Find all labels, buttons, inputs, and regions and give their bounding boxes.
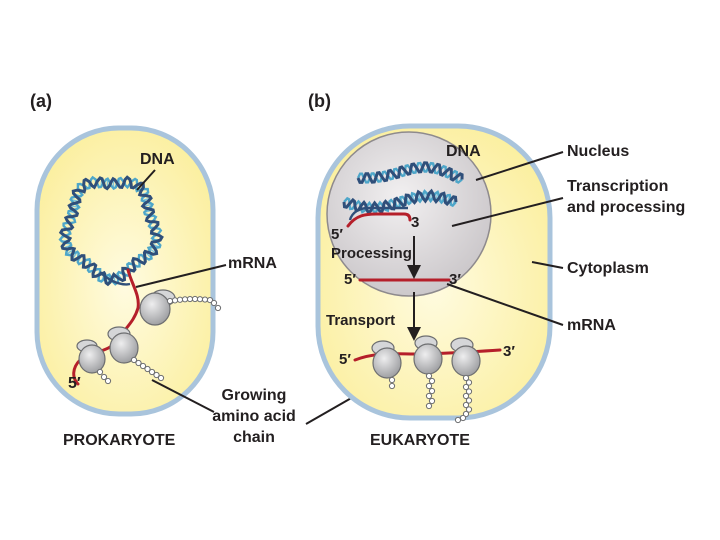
processing-label: Processing: [331, 245, 412, 262]
eukaryote-three-prime-c: 3′: [503, 343, 515, 360]
prokaryote-mrna-leader: [135, 264, 227, 288]
transcription-label-line2: and processing: [567, 199, 685, 216]
prokaryote-title: PROKARYOTE: [63, 432, 176, 449]
nucleus-leader: [475, 151, 564, 181]
growing-chain-leader-left: [151, 379, 215, 413]
eukaryote-pre-mrna: [346, 212, 412, 228]
growing-chain-label-line2: amino acid: [212, 408, 296, 425]
eukaryote-dna-helix-icon: [342, 161, 464, 216]
eukaryote-three-prime-b: 3′: [449, 271, 461, 288]
eukaryote-dna-label: DNA: [446, 143, 481, 160]
transport-label: Transport: [326, 312, 395, 329]
eukaryote-mrna-leader: [446, 283, 564, 326]
eukaryote-ribosome-icon: [371, 335, 481, 379]
prokaryote-dna-leader: [136, 169, 156, 191]
transcription-label-line1: Transcription: [567, 178, 668, 195]
eukaryote-transcript-bracket: [348, 206, 408, 221]
prokaryote-amino-acid-chain-icon: [96, 295, 222, 385]
prokaryote-dna-label: DNA: [140, 151, 175, 168]
prokaryote-cell: [34, 125, 216, 417]
eukaryote-amino-acid-chain-icon: [388, 372, 473, 424]
transcription-leader: [451, 197, 564, 227]
eukaryote-three-prime-a: 3: [411, 214, 419, 231]
panel-a: (a) DNA mRNA 5′ Growing amino acid chain: [30, 91, 375, 449]
eukaryote-mrna-label: mRNA: [567, 317, 616, 334]
prokaryote-mrna-label: mRNA: [228, 255, 277, 272]
panel-a-letter: (a): [30, 91, 52, 111]
eukaryote-title: EUKARYOTE: [370, 432, 470, 449]
cytoplasm-leader: [531, 261, 564, 269]
eukaryote-five-prime-c: 5′: [339, 351, 351, 368]
eukaryote-five-prime-b: 5′: [344, 271, 356, 288]
cytoplasm-label: Cytoplasm: [567, 260, 649, 277]
prokaryote-five-prime-label: 5′: [68, 375, 81, 392]
prokaryote-ribosome-icon: [76, 289, 176, 374]
prokaryote-dna-helix-icon: [58, 175, 164, 287]
eukaryote-five-prime-a: 5′: [331, 226, 343, 243]
panel-b: (b) DNA 5′ 3 Processing 5′ 3′ Tr: [308, 91, 685, 449]
nucleus-label: Nucleus: [567, 143, 629, 160]
growing-chain-label-line3: chain: [233, 429, 275, 446]
growing-chain-label-line1: Growing: [222, 387, 287, 404]
panel-b-letter: (b): [308, 91, 331, 111]
